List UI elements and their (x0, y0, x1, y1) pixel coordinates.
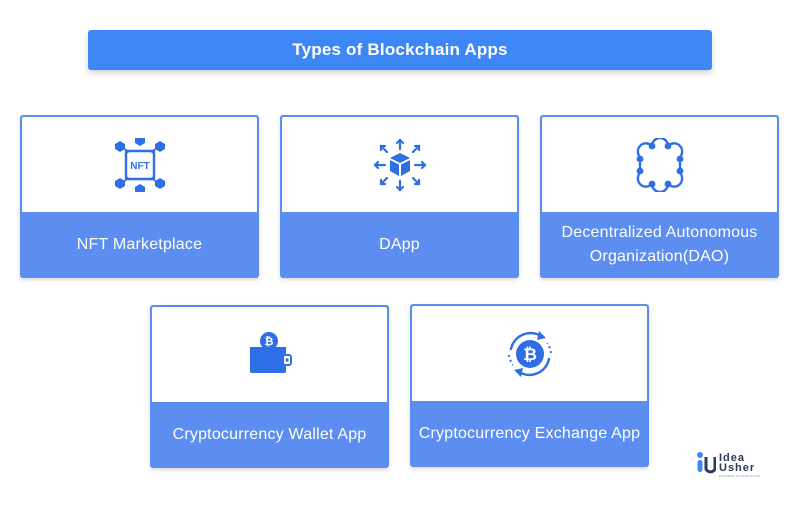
nft-icon-text: NFT (130, 161, 149, 172)
card-icon-area (282, 117, 517, 212)
svg-text:₿: ₿ (523, 345, 537, 364)
svg-text:₿: ₿ (264, 336, 273, 348)
card-wallet-app: ₿ Cryptocurrency Wallet App (150, 305, 389, 468)
card-label: Decentralized Autonomous Organization(DA… (561, 224, 758, 265)
logo-tagline: ESSENCE IS INNOVATION (719, 473, 761, 478)
bitcoin-wallet-icon: ₿ (249, 331, 292, 373)
card-icon-area: ₿ (412, 306, 647, 401)
logo-mark-icon (697, 452, 716, 474)
card-exchange-app: ₿ Cryptocurrency Exchange App (410, 304, 649, 467)
card-icon-area: NFT (22, 117, 257, 212)
card-icon-area: ₿ (152, 307, 387, 402)
card-dao: Decentralized Autonomous Organization(DA… (540, 115, 779, 278)
bitcoin-exchange-icon: ₿ (507, 330, 552, 377)
cube-arrows-icon (372, 137, 427, 192)
nft-chip-icon: NFT (114, 137, 165, 192)
card-nft-marketplace: NFT NFT Marketplace (20, 115, 259, 278)
logo-line-1: Idea (719, 451, 746, 464)
card-label: Cryptocurrency Wallet App (172, 426, 367, 443)
card-label: DApp (379, 236, 420, 253)
page-title: Types of Blockchain Apps (88, 30, 712, 70)
card-dapp: DApp (280, 115, 519, 278)
card-icon-area (542, 117, 777, 212)
idea-usher-logo: Idea Usher ESSENCE IS INNOVATION (696, 450, 772, 480)
network-ring-icon (636, 137, 683, 192)
logo-line-2: Usher (719, 461, 756, 474)
card-label: Cryptocurrency Exchange App (418, 425, 641, 442)
card-label: NFT Marketplace (76, 236, 203, 253)
